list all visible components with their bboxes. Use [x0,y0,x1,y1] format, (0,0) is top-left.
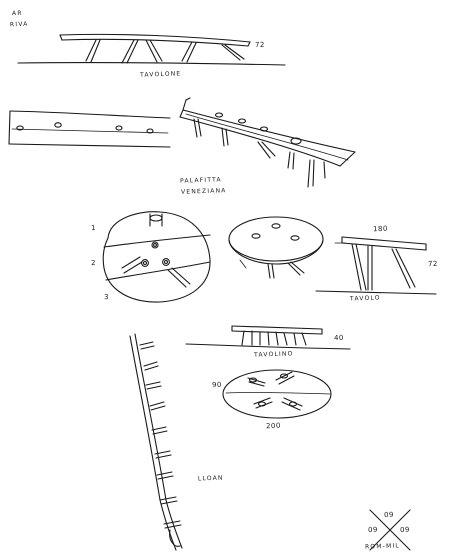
stamp-bottom: ROM-MIL [364,542,401,551]
palafitta-perspective-sketch [179,97,356,188]
tavolo-sketch [315,236,437,295]
palafitta-label: PALAFITTA [179,176,222,185]
stamp-left: 09 [367,525,379,535]
signature-stamp [369,509,411,551]
header-label-riva: RIVA [9,20,29,29]
ladder-label: LLOAN [197,474,224,483]
round-table-perspective-sketch [228,216,324,279]
ladder-sketch [129,333,183,551]
tavolino-depth-label: 90 [211,380,223,390]
palafitta-plan-sketch [8,110,171,148]
tavolino-width-label: 200 [265,421,282,431]
tavolino-height-label: 40 [333,333,345,343]
tavolino-label: TAVOLINO [253,350,294,359]
tavolino-plan-sketch [222,369,332,419]
tavolone-label: TAVOLONE [139,70,182,79]
header-label-ar: AR [11,9,23,18]
tavolino-elevation-sketch [185,325,351,350]
tavolo-width-label: 180 [372,224,389,234]
tavolo-height-label: 72 [427,259,439,269]
stamp-right: 09 [399,525,411,535]
round-plan-num-1: 1 [90,223,97,233]
round-plan-num-2: 2 [90,258,97,268]
tavolo-label: TAVOLO [349,294,381,303]
stamp-top: 09 [383,510,395,520]
round-table-plan-sketch [102,211,211,303]
tavolone-height-label: 72 [254,40,266,50]
tavolone-sketch [17,33,286,66]
round-plan-num-3: 3 [103,292,110,302]
